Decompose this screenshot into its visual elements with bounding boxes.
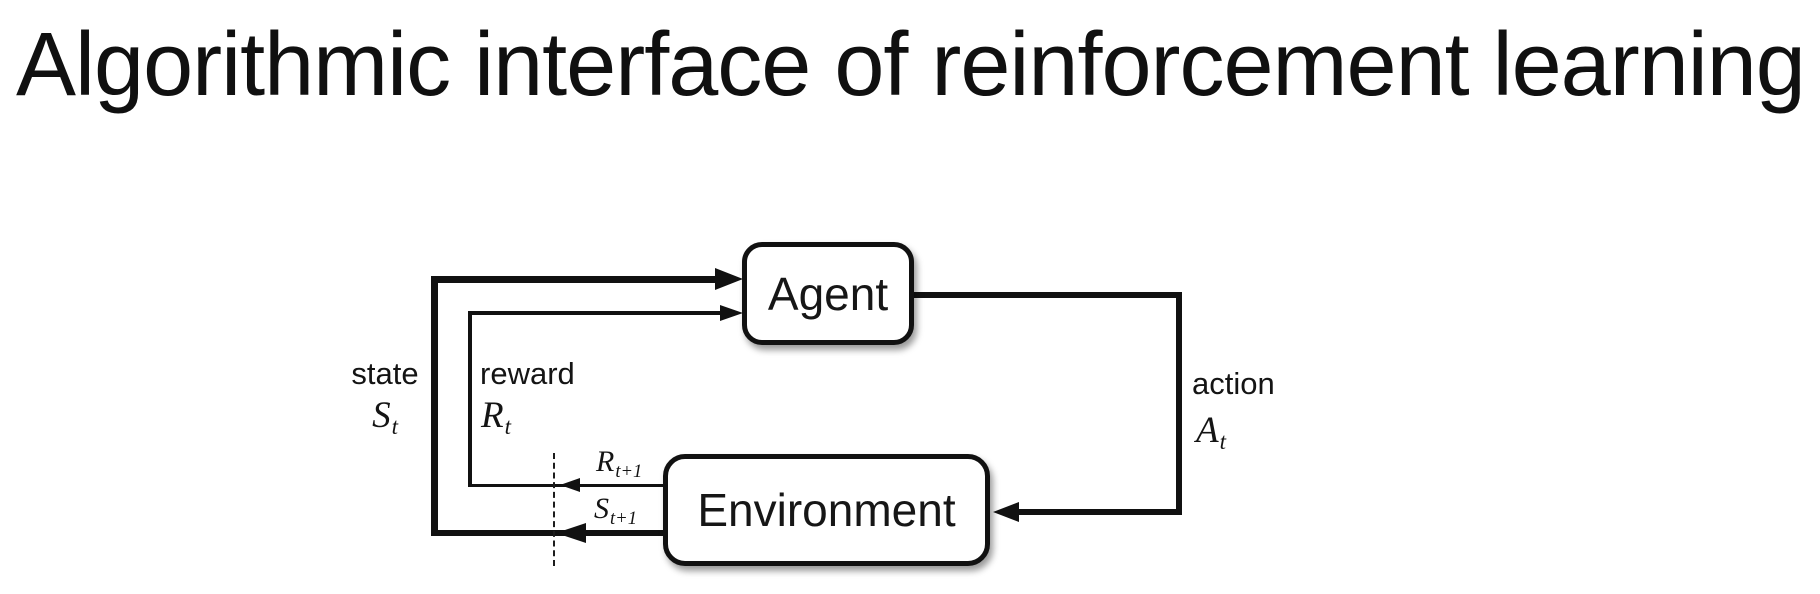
reward-symbol-base: R bbox=[481, 395, 504, 436]
environment-node: Environment bbox=[663, 454, 990, 566]
state-line-vertical bbox=[431, 276, 438, 536]
state-next-arrowhead-icon bbox=[556, 523, 586, 543]
reward-symbol-sub: t bbox=[504, 414, 511, 440]
reward-next-symbol-sub: t+1 bbox=[615, 460, 643, 482]
agent-node-label: Agent bbox=[767, 267, 889, 320]
state-next-symbol: St+1 bbox=[594, 492, 637, 535]
action-symbol-base: A bbox=[1196, 410, 1219, 451]
reward-line-top bbox=[468, 311, 722, 315]
state-next-line bbox=[431, 530, 665, 536]
state-symbol-base: S bbox=[372, 395, 391, 436]
action-symbol-sub: t bbox=[1219, 429, 1226, 455]
reward-symbol: Rt bbox=[481, 396, 511, 447]
action-line-top bbox=[908, 292, 1182, 298]
action-line-vertical bbox=[1176, 292, 1182, 513]
reward-word-label: reward bbox=[480, 356, 575, 391]
time-boundary-dashed-line bbox=[553, 453, 555, 566]
reward-next-symbol: Rt+1 bbox=[596, 445, 642, 488]
agent-node: Agent bbox=[742, 242, 914, 345]
state-arrowhead-icon bbox=[715, 268, 743, 290]
state-next-symbol-base: S bbox=[594, 492, 609, 525]
state-symbol-sub: t bbox=[391, 414, 398, 440]
action-arrowhead-icon bbox=[993, 502, 1019, 522]
page-title: Algorithmic interface of reinforcement l… bbox=[16, 15, 1806, 115]
state-next-symbol-sub: t+1 bbox=[610, 507, 638, 529]
state-word-label: state bbox=[351, 356, 419, 391]
reward-next-arrowhead-icon bbox=[560, 478, 580, 492]
action-line-bottom bbox=[1014, 509, 1182, 515]
reward-arrowhead-icon bbox=[720, 305, 743, 321]
environment-node-label: Environment bbox=[697, 484, 956, 536]
action-symbol: At bbox=[1196, 411, 1226, 462]
reward-next-symbol-base: R bbox=[596, 445, 615, 478]
state-line-top bbox=[431, 276, 717, 283]
state-symbol: St bbox=[333, 396, 437, 447]
reward-line-vertical bbox=[468, 311, 472, 487]
action-word-label: action bbox=[1192, 366, 1275, 401]
